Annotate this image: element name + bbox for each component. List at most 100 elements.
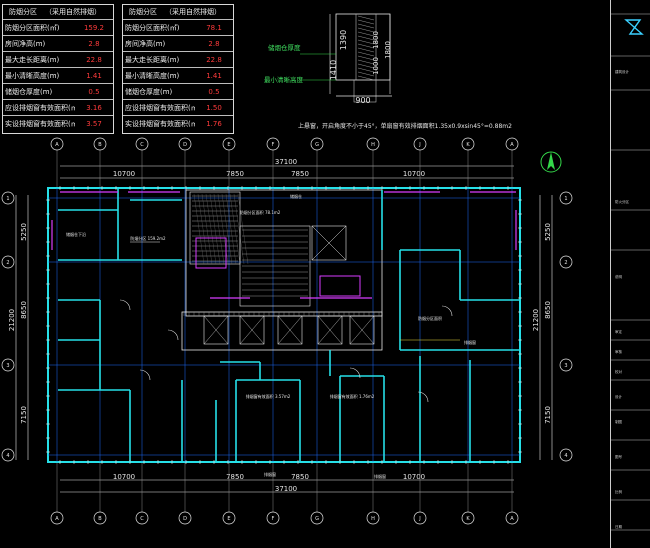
dim-span-bottom: 10700 — [113, 473, 135, 481]
section-hatch — [357, 71, 375, 77]
door-swing — [441, 305, 453, 317]
room-label: 排烟窗有效面积 3.57m2 — [246, 393, 291, 399]
stair-hatch — [201, 193, 213, 265]
table-value: 2.8 — [88, 40, 100, 48]
grid-mark-top: K — [466, 142, 470, 148]
grid-mark-bottom: A — [55, 516, 59, 522]
grid-mark-left: 2 — [6, 260, 9, 266]
grid-mark-bottom: H — [371, 516, 375, 522]
title-block-line: 说明 — [615, 275, 622, 279]
section-label-clear: 最小清晰高度 — [264, 76, 303, 84]
grid-mark-top: B — [98, 142, 102, 148]
grid-mark-top: C — [140, 142, 144, 148]
section-hatch — [357, 39, 375, 45]
grid-bubble-top — [366, 137, 380, 151]
section-window — [353, 79, 377, 103]
title-block-line: 审定 — [615, 330, 622, 334]
elevator-cross — [317, 315, 343, 345]
room-label: 储烟仓下沿 — [66, 231, 86, 237]
room-label: 防烟分区面积 78.1m2 — [240, 209, 281, 215]
section-hatch — [357, 47, 375, 53]
table-label: 防烟分区面积(㎡) — [125, 24, 180, 32]
exterior-wall — [47, 187, 521, 463]
grid-mark-left: 3 — [6, 363, 9, 369]
title-block-line: 图号 — [615, 455, 622, 459]
elevator-cross — [277, 315, 303, 345]
grid-bubble-right — [559, 191, 573, 205]
dim-span-bottom: 7850 — [291, 473, 309, 481]
table-label: 实设排烟窗有效面积(㎡) — [125, 120, 195, 128]
section-hatch — [357, 67, 375, 73]
elevator-car — [203, 315, 229, 345]
table-value: 78.1 — [206, 24, 222, 32]
grid-bubble-top — [135, 137, 149, 151]
grid-mark-top: H — [371, 142, 375, 148]
table-value: 22.8 — [206, 56, 222, 64]
section-dim-text: 1390 — [339, 30, 348, 50]
grid-bubble-top — [505, 137, 519, 151]
room-label: 防烟分区 159.2m2 — [130, 235, 166, 241]
grid-mark-bottom: F — [272, 516, 275, 522]
grid-bubble-bottom — [266, 511, 280, 525]
section-hatch — [357, 63, 375, 69]
room-label: 防烟分区面积 — [418, 315, 442, 321]
section-hatch — [357, 43, 375, 49]
stair-hatch — [229, 193, 241, 265]
grid-mark-bottom: C — [140, 516, 144, 522]
table-label: 储烟仓厚度(m) — [125, 88, 173, 96]
stair-hatch — [233, 193, 245, 265]
table-value: 159.2 — [83, 24, 105, 32]
grid-bubble-bottom — [461, 511, 475, 525]
title-block-line: 校对 — [615, 370, 622, 374]
grid-bubble-top — [93, 137, 107, 151]
title-block-line: 日期 — [615, 525, 622, 529]
table-header: （采用自然排烟） — [45, 8, 101, 16]
section-hatch — [357, 19, 375, 25]
stair-hatch — [193, 193, 205, 265]
dim-left: 5250 — [20, 223, 28, 241]
title-block-line: 比例 — [615, 490, 622, 494]
grid-bubble-bottom — [135, 511, 149, 525]
elevator-cross — [349, 315, 375, 345]
grid-mark-left: 4 — [6, 453, 9, 459]
table-value: 1.50 — [206, 104, 222, 112]
room-label: 排烟窗 — [374, 473, 386, 479]
table-label: 最大走长距离(m) — [125, 56, 180, 64]
title-block: 建筑设计 防火分区 说明 审定 审核 校对 设计 制图 图号 比例 日期 — [610, 0, 650, 548]
grid-bubble-top — [310, 137, 324, 151]
dim-left: 7150 — [20, 406, 28, 424]
table-header: （采用自然排烟） — [165, 8, 221, 16]
grid-mark-bottom: B — [98, 516, 102, 522]
section-dim-text: 1800 — [384, 41, 392, 59]
table-label: 防烟分区面积(㎡) — [5, 24, 60, 32]
title-block-line: 设计 — [615, 395, 622, 399]
elevator-bank — [181, 311, 383, 351]
table-label: 房间净高(m) — [5, 40, 46, 48]
table-value: 1.76 — [206, 120, 222, 128]
grid-mark-bottom: A — [510, 516, 514, 522]
section-dim-text: 1410 — [329, 60, 338, 80]
stair-hatch — [213, 193, 225, 265]
grid-bubble-bottom — [310, 511, 324, 525]
stair-hatch — [205, 193, 217, 265]
stair-hatch — [225, 193, 237, 265]
grid-mark-right: 4 — [564, 453, 567, 459]
section-hatch — [357, 23, 375, 29]
dim-left: 8650 — [20, 301, 28, 319]
grid-bubble-top — [413, 137, 427, 151]
grid-mark-bottom: E — [227, 516, 230, 522]
door-swing — [139, 369, 151, 381]
table-value: 3.57 — [86, 120, 102, 128]
room-label: 排烟窗 — [464, 339, 476, 345]
section-label-smoke: 储烟仓厚度 — [268, 44, 301, 52]
room-label: 排烟窗 — [264, 471, 276, 477]
dim-right: 8650 — [544, 301, 552, 319]
dim-span-top: 7850 — [291, 170, 309, 178]
dim-span-top: 10700 — [403, 170, 425, 178]
grid-mark-top: D — [183, 142, 187, 148]
dim-span-bottom: 7850 — [226, 473, 244, 481]
grid-bubble-top — [50, 137, 64, 151]
grid-bubble-right — [559, 358, 573, 372]
table-label: 最大走长距离(m) — [5, 56, 60, 64]
